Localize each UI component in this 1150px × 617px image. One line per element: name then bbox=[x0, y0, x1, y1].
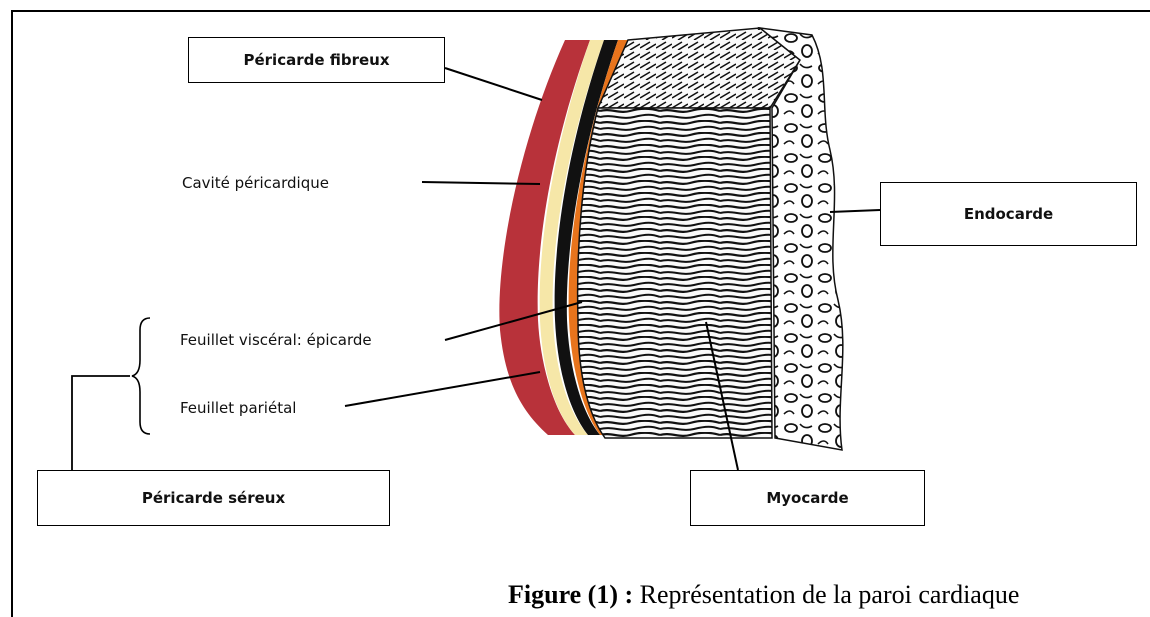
figure-caption: Figure (1) : Représentation de la paroi … bbox=[508, 580, 1019, 610]
label-box-endocarde: Endocarde bbox=[880, 182, 1137, 246]
curly-brace bbox=[132, 318, 150, 434]
label-box-myocarde: Myocarde bbox=[690, 470, 925, 526]
pointer-pericarde-fibreux bbox=[445, 68, 542, 100]
label-box-pericarde-sereux: Péricarde séreux bbox=[37, 470, 390, 526]
label-feuillet-parietal: Feuillet pariétal bbox=[180, 399, 296, 417]
pointer-endocarde bbox=[830, 210, 880, 212]
myocardium-block bbox=[578, 108, 772, 438]
caption-prefix: Figure (1) : bbox=[508, 580, 633, 609]
pericarde-sereux-connector bbox=[72, 376, 130, 470]
label-box-pericarde-fibreux: Péricarde fibreux bbox=[188, 37, 445, 83]
top-cut-surface bbox=[598, 28, 800, 108]
label-cavite-pericardique: Cavité péricardique bbox=[182, 174, 329, 192]
pointer-parietal bbox=[345, 372, 540, 406]
caption-text: Représentation de la paroi cardiaque bbox=[633, 580, 1019, 609]
label-feuillet-visceral: Feuillet viscéral: épicarde bbox=[180, 331, 372, 349]
